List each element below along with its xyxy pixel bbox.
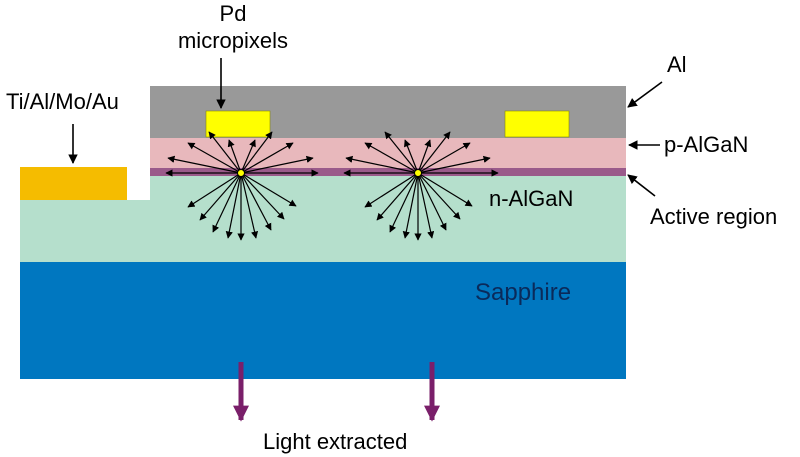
al-pointer-arrow: [627, 81, 663, 108]
ray-right-13: [402, 172, 419, 239]
light-extracted-label: Light extracted: [263, 429, 407, 454]
n-algan-label: n-AlGaN: [489, 186, 573, 211]
ray-left-7: [240, 131, 273, 174]
sapphire-layer: [20, 262, 626, 379]
ray-right-3: [364, 142, 419, 174]
active-region-pointer-arrow: [627, 174, 656, 197]
emitter-dot-right: [414, 169, 422, 177]
ray-left-5: [227, 139, 242, 174]
pd-label-line2: micropixels: [178, 28, 288, 53]
ray-left-17: [240, 172, 285, 220]
ray-right-17: [417, 172, 461, 220]
pd-micropixel-left: [205, 110, 271, 138]
ray-left-8: [240, 142, 294, 174]
emission-rays: [165, 131, 499, 241]
pd-label-line1: Pd: [220, 1, 247, 26]
ray-left-9: [240, 155, 314, 174]
ray-left-18: [240, 172, 297, 207]
ray-left-2: [167, 155, 242, 174]
emitter-dot-left: [237, 169, 245, 177]
ray-left-15: [240, 172, 259, 239]
n-algan-layer: [20, 200, 626, 262]
ray-left-4: [208, 131, 242, 174]
ray-right-5: [404, 139, 419, 174]
p-algan-layer: [150, 138, 626, 168]
ray-right-18: [417, 172, 473, 207]
p-algan-label: p-AlGaN: [664, 132, 748, 157]
active-region-layer: [150, 168, 626, 176]
al-label: Al: [667, 52, 687, 77]
ray-left-11: [199, 172, 242, 221]
ray-left-12: [212, 172, 242, 233]
ray-right-4: [384, 131, 419, 174]
ray-left-6: [240, 139, 256, 174]
ray-right-11: [376, 172, 419, 221]
ray-left-13: [225, 172, 242, 239]
ray-right-8: [417, 142, 471, 174]
ray-right-6: [417, 139, 432, 174]
ray-right-10: [364, 172, 419, 208]
pd-micropixel-right: [504, 110, 570, 138]
ray-right-15: [417, 172, 435, 239]
ray-left-10: [187, 172, 242, 208]
ray-right-2: [345, 155, 419, 174]
ray-right-16: [417, 172, 447, 231]
contact-pad: [20, 167, 127, 200]
ray-right-9: [417, 155, 491, 174]
contact-label: Ti/Al/Mo/Au: [6, 89, 119, 114]
ray-right-7: [417, 131, 451, 174]
ray-left-3: [187, 142, 242, 174]
sapphire-label: Sapphire: [475, 279, 571, 306]
active-region-label: Active region: [650, 204, 777, 229]
ray-left-16: [240, 172, 272, 231]
ray-right-12: [389, 172, 419, 233]
